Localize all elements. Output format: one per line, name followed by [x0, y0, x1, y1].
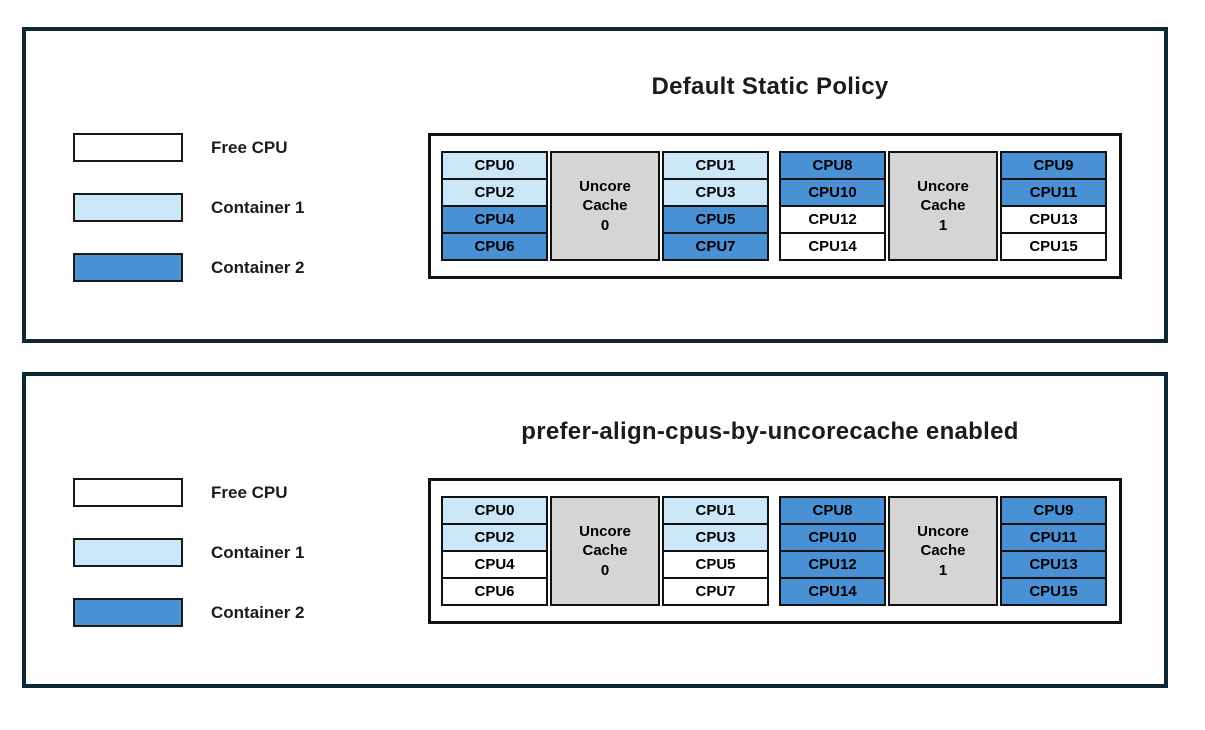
legend-swatch-container2	[73, 598, 183, 627]
cpu-cell-cpu13: CPU13	[1000, 205, 1107, 234]
cache-label: Uncore	[917, 523, 969, 541]
cache-label: 0	[600, 216, 610, 234]
cpu-cell-cpu6: CPU6	[441, 577, 548, 606]
cpu-cell-cpu5: CPU5	[662, 205, 769, 234]
cpu-cell-cpu9: CPU9	[1000, 496, 1107, 525]
cpu-cell-cpu1: CPU1	[662, 496, 769, 525]
cpu-cell-cpu12: CPU12	[779, 550, 886, 579]
cpu-cell-cpu3: CPU3	[662, 523, 769, 552]
legend-item: Container 2	[73, 598, 305, 627]
legend-label: Container 1	[211, 542, 305, 562]
legend: Free CPU Container 1 Container 2	[73, 133, 305, 313]
legend-swatch-container1	[73, 193, 183, 222]
cache-label: Uncore	[579, 178, 631, 196]
cpu-cell-cpu7: CPU7	[662, 577, 769, 606]
cpu-cell-cpu2: CPU2	[441, 178, 548, 207]
cpu-cell-cpu6: CPU6	[441, 232, 548, 261]
legend-item: Container 2	[73, 253, 305, 282]
cpu-cell-cpu10: CPU10	[779, 523, 886, 552]
cache-label: Cache	[920, 542, 966, 560]
cpu-cell-cpu13: CPU13	[1000, 550, 1107, 579]
cpu-cell-cpu11: CPU11	[1000, 523, 1107, 552]
cpu-cell-cpu8: CPU8	[779, 496, 886, 525]
cache-label: 1	[938, 561, 948, 579]
cpu-cell-cpu15: CPU15	[1000, 577, 1107, 606]
cache-label: Uncore	[917, 178, 969, 196]
legend-item: Free CPU	[73, 478, 305, 507]
cpu-cell-cpu12: CPU12	[779, 205, 886, 234]
legend-item: Free CPU	[73, 133, 305, 162]
cpu-cell-cpu3: CPU3	[662, 178, 769, 207]
cpu-cell-cpu5: CPU5	[662, 550, 769, 579]
legend-label: Container 2	[211, 602, 305, 622]
cpu-cell-cpu15: CPU15	[1000, 232, 1107, 261]
cpu-cell-cpu7: CPU7	[662, 232, 769, 261]
cpu-cell-cpu4: CPU4	[441, 205, 548, 234]
panel-title: Default Static Policy	[651, 73, 889, 100]
cache-label: Uncore	[579, 523, 631, 541]
cache-label: Cache	[582, 542, 628, 560]
cpu-cell-cpu1: CPU1	[662, 151, 769, 180]
cache-label: Cache	[920, 197, 966, 215]
cpu-cell-cpu4: CPU4	[441, 550, 548, 579]
legend: Free CPU Container 1 Container 2	[73, 478, 305, 658]
cpu-cell-cpu9: CPU9	[1000, 151, 1107, 180]
cpu-cell-cpu14: CPU14	[779, 232, 886, 261]
cpu-cell-cpu14: CPU14	[779, 577, 886, 606]
cache-label: 0	[600, 561, 610, 579]
cpu-cell-cpu10: CPU10	[779, 178, 886, 207]
legend-label: Free CPU	[211, 137, 288, 157]
legend-label: Container 1	[211, 197, 305, 217]
cpu-cell-cpu11: CPU11	[1000, 178, 1107, 207]
legend-swatch-container1	[73, 538, 183, 567]
legend-swatch-free	[73, 478, 183, 507]
cache-label: 1	[938, 216, 948, 234]
panel-default-static-policy: Default Static Policy Free CPU Container …	[22, 27, 1168, 343]
panel-prefer-align-uncorecache: prefer-align-cpus-by-uncorecache enabled…	[22, 372, 1168, 688]
cpu-cell-cpu0: CPU0	[441, 496, 548, 525]
legend-item: Container 1	[73, 193, 305, 222]
cpu-cell-cpu0: CPU0	[441, 151, 548, 180]
legend-swatch-free	[73, 133, 183, 162]
cache-label: Cache	[582, 197, 628, 215]
legend-swatch-container2	[73, 253, 183, 282]
cpu-cell-cpu2: CPU2	[441, 523, 548, 552]
legend-item: Container 1	[73, 538, 305, 567]
legend-label: Container 2	[211, 257, 305, 277]
cpu-cell-cpu8: CPU8	[779, 151, 886, 180]
legend-label: Free CPU	[211, 482, 288, 502]
panel-title: prefer-align-cpus-by-uncorecache enabled	[521, 418, 1019, 445]
